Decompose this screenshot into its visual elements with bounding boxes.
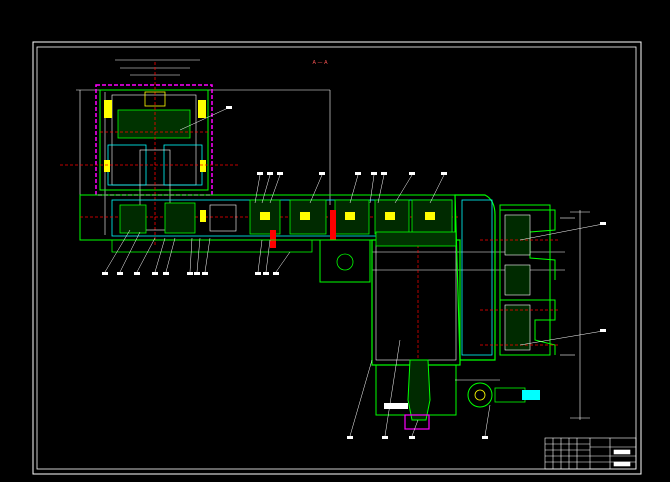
motor-assembly xyxy=(60,62,240,245)
lower-actuator xyxy=(375,359,540,430)
gear-train-housing xyxy=(79,194,460,283)
outer-frame xyxy=(32,41,642,475)
right-housing xyxy=(371,194,560,420)
section-title: A — A xyxy=(312,60,328,66)
part-balloons xyxy=(102,106,606,439)
title-block xyxy=(544,437,637,470)
motor-boundary xyxy=(95,84,213,196)
leader-lines xyxy=(104,107,604,437)
inner-frame xyxy=(36,46,637,470)
